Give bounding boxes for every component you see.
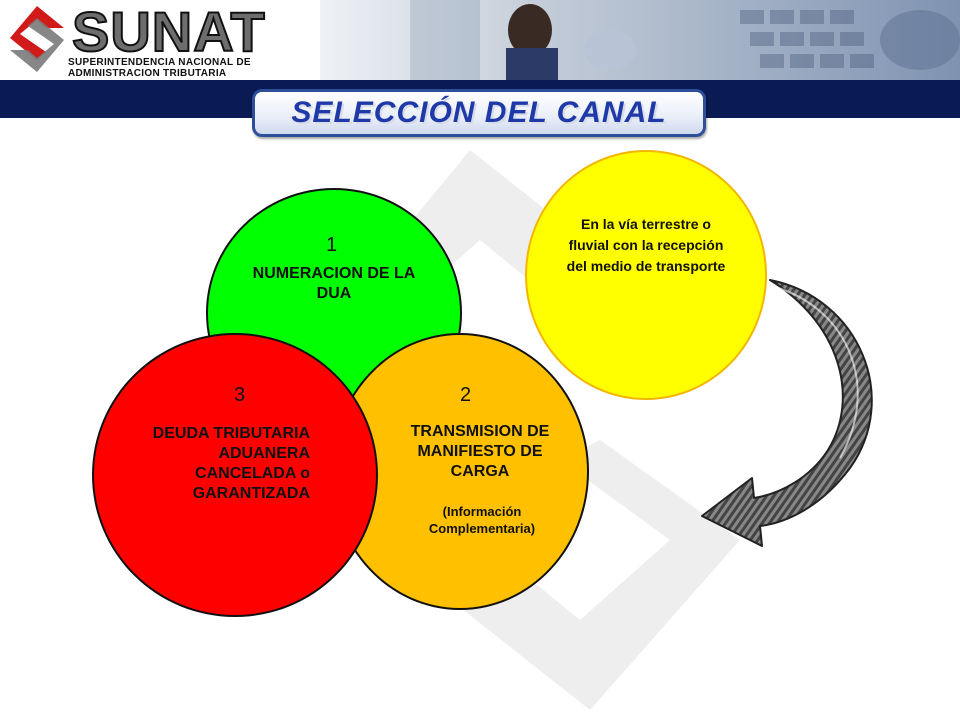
title-box [252,89,706,137]
logo-subtitle: SUPERINTENDENCIA NACIONAL DE ADMINISTRAC… [68,57,251,79]
note-circle [525,150,767,400]
step-1-label: NUMERACION DE LA DUA [252,265,416,302]
logo-text: SUNAT [71,0,266,63]
header-photo [320,0,960,80]
step-2-number: 2 [460,384,472,406]
logo-area: SUNAT SUPERINTENDENCIA NACIONAL DE ADMIN… [0,0,320,80]
curved-arrow-icon [701,279,873,547]
header-photo-image [320,0,960,80]
step-3-label: DEUDA TRIBUTARIA ADUANERA CANCELADA o GA… [152,425,310,502]
step-3-number: 3 [234,384,246,406]
page-title: SELECCIÓN DEL CANAL [291,96,667,129]
sunat-logo-icon [10,6,64,72]
note-text: En la vía terrestre o fluvial con la rec… [566,216,726,274]
step-2-note: (Información Complementaria) [428,504,536,536]
step-2-label: TRANSMISION DE MANIFIESTO DE CARGA [410,423,550,480]
step-1-number: 1 [326,234,338,256]
step-3-circle [92,333,378,617]
